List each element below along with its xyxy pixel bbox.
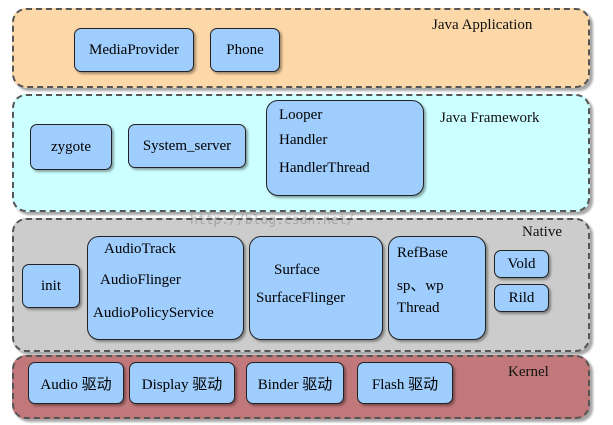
display-driver-label: Display 驱动 <box>141 376 223 393</box>
looper-label: Looper <box>279 107 323 123</box>
audio-flinger-label: AudioFlinger <box>100 272 181 288</box>
system-server-box: System_server <box>128 124 246 168</box>
looper-handler-box: Looper Handler HandlerThread <box>266 100 424 196</box>
init-label: init <box>40 277 61 294</box>
zygote-box: zygote <box>30 124 112 170</box>
audio-policy-service-label: AudioPolicyService <box>93 305 214 321</box>
java-framework-title: Java Framework <box>440 110 540 126</box>
phone-label: Phone <box>226 41 264 58</box>
zygote-label: zygote <box>51 138 91 155</box>
display-driver-box: Display 驱动 <box>129 362 235 404</box>
rild-label: Rild <box>508 289 535 306</box>
binder-driver-box: Binder 驱动 <box>246 362 344 404</box>
thread-label: Thread <box>397 300 440 316</box>
surface-label: Surface <box>274 262 320 278</box>
vold-box: Vold <box>494 250 549 278</box>
rild-box: Rild <box>494 284 549 312</box>
handler-thread-label: HandlerThread <box>279 160 370 176</box>
refbase-label: RefBase <box>397 245 448 261</box>
audio-box: AudioTrack AudioFlinger AudioPolicyServi… <box>87 236 244 340</box>
audio-driver-box: Audio 驱动 <box>28 362 124 404</box>
refbase-box: RefBase sp、wp Thread <box>388 236 486 340</box>
phone-box: Phone <box>210 28 280 72</box>
audio-driver-label: Audio 驱动 <box>40 376 112 393</box>
kernel-title: Kernel <box>508 364 549 380</box>
java-application-title: Java Application <box>432 17 533 33</box>
audio-track-label: AudioTrack <box>104 241 176 257</box>
handler-label: Handler <box>279 132 328 148</box>
system-server-label: System_server <box>142 137 232 154</box>
init-box: init <box>22 264 80 308</box>
surface-box: Surface SurfaceFlinger <box>249 236 383 340</box>
native-title: Native <box>522 224 562 240</box>
flash-driver-box: Flash 驱动 <box>357 362 453 404</box>
watermark-text: http://blog.csdn.net/ <box>190 213 355 228</box>
media-provider-label: MediaProvider <box>89 41 179 58</box>
surface-flinger-label: SurfaceFlinger <box>256 290 346 306</box>
binder-driver-label: Binder 驱动 <box>257 376 333 393</box>
vold-label: Vold <box>507 255 536 272</box>
media-provider-box: MediaProvider <box>74 28 194 72</box>
flash-driver-label: Flash 驱动 <box>371 376 439 393</box>
sp-wp-label: sp、wp <box>397 278 444 294</box>
